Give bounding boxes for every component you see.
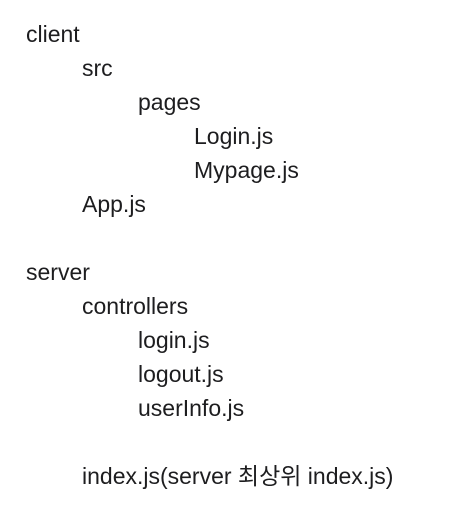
spacer [26, 425, 393, 459]
file-tree: client src pages Login.js Mypage.js App.… [26, 17, 393, 493]
file-logout-controller: logout.js [138, 361, 224, 387]
file-server-index: index.js(server 최상위 index.js) [82, 463, 394, 489]
file-login-controller: login.js [138, 327, 210, 353]
file-app: App.js [82, 191, 146, 217]
file-mypage-page: Mypage.js [194, 157, 299, 183]
spacer [26, 221, 393, 255]
folder-src: src [82, 55, 113, 81]
file-login-page: Login.js [194, 123, 274, 149]
folder-server: server [26, 259, 90, 285]
folder-client: client [26, 21, 80, 47]
file-userinfo-controller: userInfo.js [138, 395, 245, 421]
folder-controllers: controllers [82, 293, 189, 319]
folder-pages: pages [138, 89, 201, 115]
